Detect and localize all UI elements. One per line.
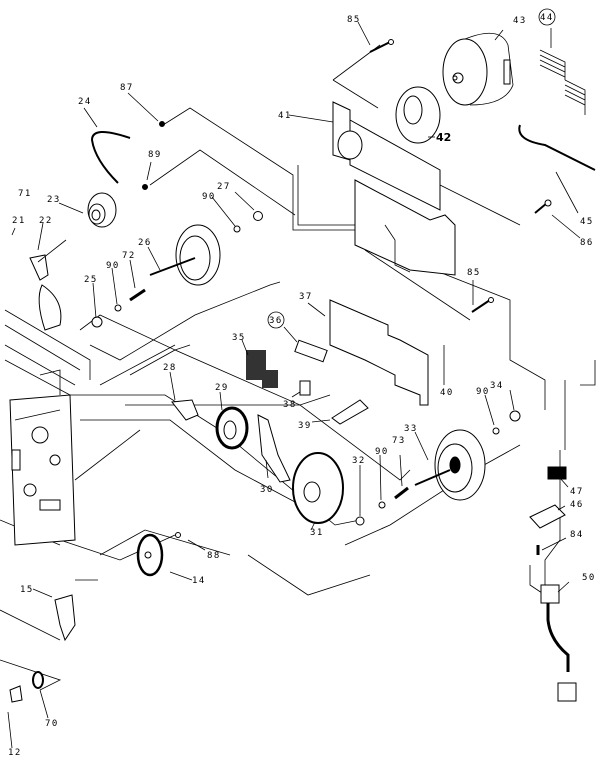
label-33: 33 [404, 424, 418, 434]
part-88-washer [175, 532, 181, 538]
label-84: 84 [570, 530, 584, 540]
label-85-b: 85 [467, 268, 481, 278]
part-39-sensor [331, 399, 369, 425]
label-34: 34 [490, 381, 504, 391]
leader-lines [7, 21, 581, 749]
part-73-spring [394, 486, 409, 500]
label-22: 22 [39, 216, 53, 226]
part-36-connector [294, 339, 328, 363]
label-90-d: 90 [375, 447, 389, 457]
label-85: 85 [347, 15, 361, 25]
part-14-disc [136, 533, 164, 577]
label-90-a: 90 [202, 192, 216, 202]
part-45-cable [518, 124, 596, 171]
label-25: 25 [84, 275, 98, 285]
part-24-belt [90, 131, 131, 184]
part-47-plug [547, 466, 567, 480]
label-47: 47 [570, 487, 584, 497]
label-88: 88 [207, 551, 221, 561]
label-12: 12 [8, 748, 22, 758]
part-89-washer [142, 184, 148, 190]
label-72: 72 [122, 251, 136, 261]
label-28: 28 [163, 363, 177, 373]
part-15-bracket [54, 594, 76, 642]
label-23: 23 [47, 195, 61, 205]
part-23-pulley [87, 192, 117, 228]
label-40: 40 [440, 388, 454, 398]
part-72-spring [129, 288, 146, 302]
part-90-washer-c [492, 427, 500, 435]
label-24: 24 [78, 97, 92, 107]
part-85-screw-b [471, 297, 494, 313]
part-35-comb [246, 350, 278, 388]
part-25-cap [91, 316, 103, 328]
label-32: 32 [352, 456, 366, 466]
label-30: 30 [260, 485, 274, 495]
label-36-circle [267, 311, 285, 329]
label-35: 35 [232, 333, 246, 343]
label-90-c: 90 [476, 387, 490, 397]
label-44: 44 [540, 13, 554, 23]
part-42-flange [395, 86, 441, 144]
label-21: 21 [12, 216, 26, 226]
label-37: 37 [299, 292, 313, 302]
label-44-circle [538, 8, 556, 26]
part-26-reel-wheel [149, 224, 221, 286]
part-32-cap [355, 516, 365, 526]
label-50: 50 [582, 573, 596, 583]
part-28-arm [171, 399, 199, 421]
label-45: 45 [580, 217, 594, 227]
part-50-harness [540, 584, 577, 702]
parts [9, 32, 596, 703]
label-31: 31 [310, 528, 324, 538]
part-33-reel-wheel [414, 429, 486, 501]
part-34-nut [509, 410, 521, 422]
label-42: 42 [436, 131, 451, 144]
part-30-lever [257, 414, 291, 483]
label-15: 15 [20, 585, 34, 595]
part-86-screw [534, 199, 552, 214]
label-39: 39 [298, 421, 312, 431]
label-89: 89 [148, 150, 162, 160]
part-labels: 85 43 44 87 41 42 24 89 90 27 71 23 21 2… [8, 8, 596, 758]
part-90-washer-a [233, 225, 241, 233]
part-27-nut [253, 211, 263, 221]
label-46: 46 [570, 500, 584, 510]
part-43-motor [442, 32, 514, 106]
part-90-washer-d [378, 501, 386, 509]
assembly-guide-lines [0, 44, 596, 691]
part-87-screw [159, 121, 165, 127]
part-29-gear [215, 406, 249, 450]
label-36: 36 [269, 316, 283, 326]
label-90-b: 90 [106, 261, 120, 271]
label-73: 73 [392, 436, 406, 446]
label-87: 87 [120, 83, 134, 93]
part-46-plate [529, 504, 566, 529]
part-31-reel-disc [292, 452, 344, 524]
part-37-circuit-board [329, 299, 429, 406]
label-29: 29 [215, 383, 229, 393]
label-71: 71 [18, 189, 32, 199]
part-44-connector [539, 49, 586, 115]
part-85-screw [369, 39, 394, 53]
part-38-clip [299, 380, 311, 396]
label-14: 14 [192, 576, 206, 586]
part-41-bracket [332, 101, 456, 276]
part-22-lever [29, 239, 67, 331]
label-26: 26 [138, 238, 152, 248]
main-chassis [9, 369, 76, 546]
label-27: 27 [217, 182, 231, 192]
label-43: 43 [513, 16, 527, 26]
label-41: 41 [278, 111, 292, 121]
part-90-washer-b [114, 304, 122, 312]
label-38: 38 [283, 400, 297, 410]
label-70: 70 [45, 719, 59, 729]
part-70-ring [32, 671, 44, 689]
part-12-clip [9, 685, 23, 703]
label-86: 86 [580, 238, 594, 248]
